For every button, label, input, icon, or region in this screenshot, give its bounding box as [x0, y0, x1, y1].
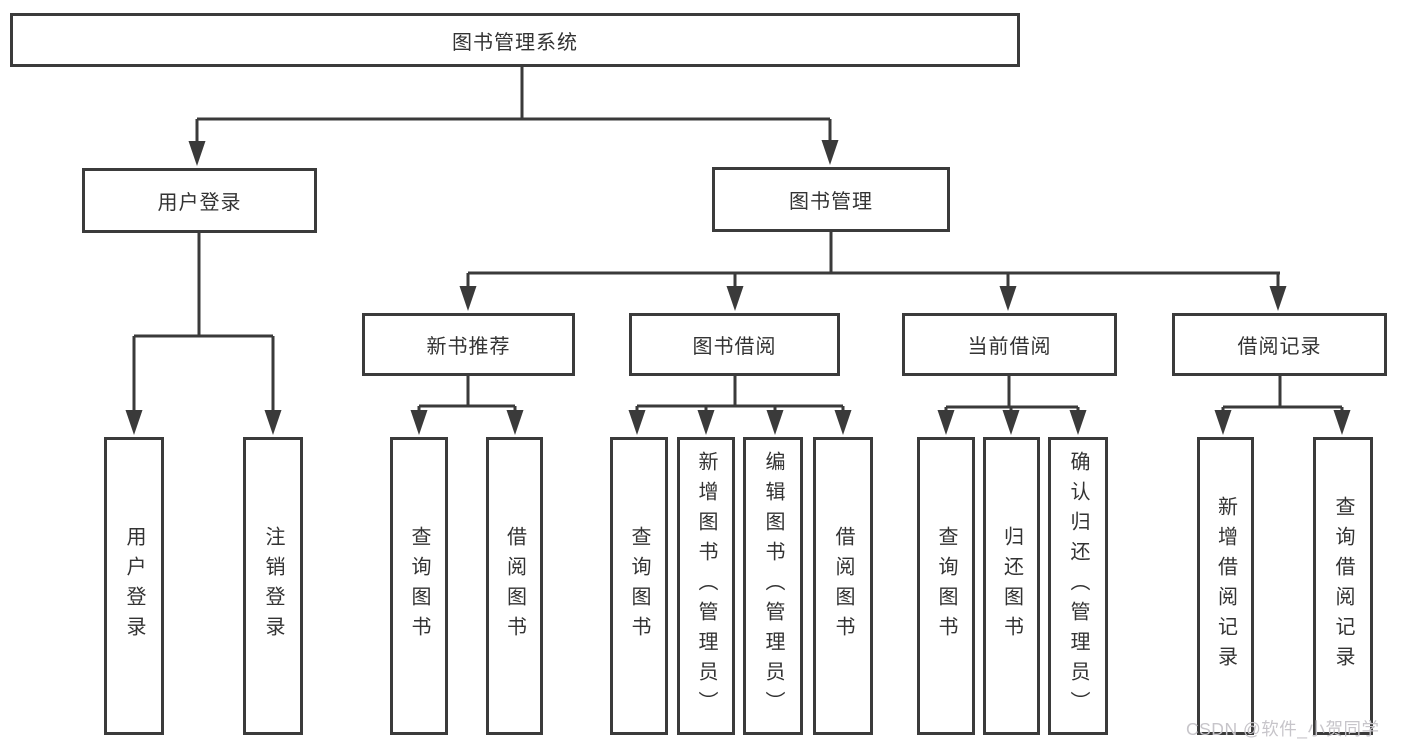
- leaf-edit-book-admin: 编辑图书（管理员）: [743, 437, 803, 735]
- leaf-query-borrow-record: 查询借阅记录: [1313, 437, 1373, 735]
- node-book-management: 图书管理: [712, 167, 950, 232]
- arrow-down: [697, 410, 715, 435]
- arrow-down: [264, 410, 282, 435]
- csdn-watermark: CSDN @软件_小贺同学: [1186, 719, 1380, 739]
- leaf-user-login: 用户登录: [104, 437, 164, 735]
- node-current-borrowing: 当前借阅: [902, 313, 1117, 376]
- arrow-down: [766, 410, 784, 435]
- leaf-confirm-return-admin: 确认归还（管理员）: [1048, 437, 1108, 735]
- arrow-down: [1069, 410, 1087, 435]
- leaf-borrow-books-borrowing: 借阅图书: [813, 437, 873, 735]
- arrow-down: [459, 286, 477, 311]
- leaf-query-books-borrowing: 查询图书: [610, 437, 668, 735]
- arrow-down: [506, 410, 524, 435]
- leaf-add-book-admin: 新增图书（管理员）: [677, 437, 735, 735]
- arrow-down: [188, 141, 206, 166]
- leaf-add-borrow-record: 新增借阅记录: [1197, 437, 1254, 735]
- arrow-down: [1269, 286, 1287, 311]
- arrow-down: [1002, 410, 1020, 435]
- node-user-login: 用户登录: [82, 168, 317, 233]
- leaf-query-books-current: 查询图书: [917, 437, 975, 735]
- node-library-management-system: 图书管理系统: [10, 13, 1020, 67]
- arrow-down: [125, 410, 143, 435]
- arrow-down: [834, 410, 852, 435]
- node-book-borrowing: 图书借阅: [629, 313, 840, 376]
- arrow-down: [726, 286, 744, 311]
- leaf-return-books: 归还图书: [983, 437, 1040, 735]
- leaf-borrow-books-recommend: 借阅图书: [486, 437, 543, 735]
- arrow-down: [1333, 410, 1351, 435]
- node-borrowing-records: 借阅记录: [1172, 313, 1387, 376]
- arrow-down: [628, 410, 646, 435]
- arrow-down: [999, 286, 1017, 311]
- leaf-query-books-recommend: 查询图书: [390, 437, 448, 735]
- leaf-logout-login: 注销登录: [243, 437, 303, 735]
- arrow-down: [937, 410, 955, 435]
- arrow-down: [821, 140, 839, 165]
- node-new-book-recommendation: 新书推荐: [362, 313, 575, 376]
- arrow-down: [1214, 410, 1232, 435]
- arrow-down: [410, 410, 428, 435]
